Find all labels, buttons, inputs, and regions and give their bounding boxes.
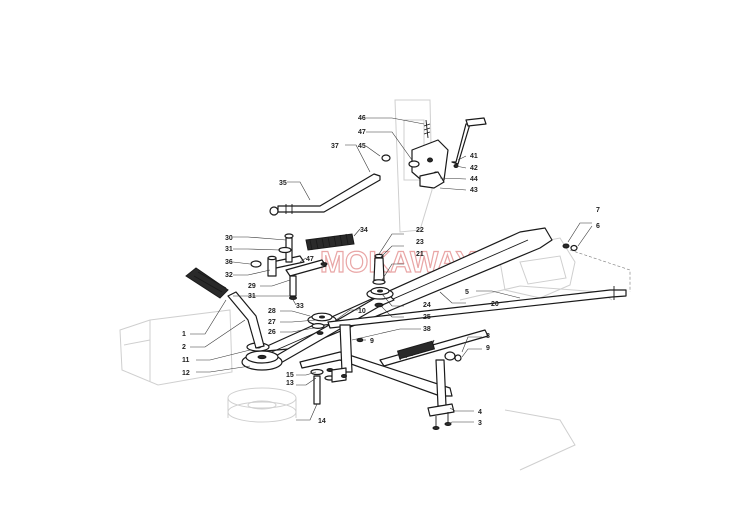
- part-label-45: 45: [358, 143, 366, 150]
- part-label-25: 25: [423, 314, 431, 321]
- part-label-7: 7: [596, 207, 600, 214]
- part-label-27: 27: [268, 319, 276, 326]
- bolt-stack: [310, 367, 347, 405]
- tension-spring-rod: [379, 329, 489, 367]
- pivot-bracket: [250, 233, 328, 300]
- part-number-labels: 1 2 3 4 5 6 7 8 9 9 10 11 12 13 14 15 20…: [182, 115, 600, 427]
- part-label-9a: 9: [486, 345, 490, 352]
- part-label-4: 4: [478, 409, 482, 416]
- part-label-37: 37: [331, 143, 339, 150]
- nut-washer-right: [562, 243, 631, 292]
- part-label-10: 10: [358, 308, 366, 315]
- part-label-35: 35: [279, 180, 287, 187]
- part-label-31a: 31: [225, 246, 233, 253]
- part-label-26: 26: [268, 329, 276, 336]
- bracket-bolts: [427, 403, 455, 430]
- pedal-assembly: [185, 267, 265, 349]
- return-spring: [305, 233, 355, 251]
- part-label-28: 28: [268, 308, 276, 315]
- part-label-32: 32: [225, 272, 233, 279]
- long-rod: [327, 286, 627, 329]
- part-label-12: 12: [182, 370, 190, 377]
- part-label-44: 44: [470, 176, 478, 183]
- part-label-2: 2: [182, 344, 186, 351]
- washer-stack: [311, 323, 364, 343]
- part-label-43: 43: [470, 187, 478, 194]
- ghost-chassis: [119, 99, 613, 471]
- part-label-6: 6: [596, 223, 600, 230]
- idler-pulley-upper: [366, 286, 394, 300]
- part-label-8: 8: [486, 333, 490, 340]
- hand-lever: [381, 117, 487, 189]
- part-label-36: 36: [225, 259, 233, 266]
- part-label-30: 30: [225, 235, 233, 242]
- part-label-33: 33: [296, 303, 304, 310]
- part-label-14: 14: [318, 418, 326, 425]
- part-label-41: 41: [470, 153, 478, 160]
- drive-pulley: [241, 350, 283, 371]
- part-label-15: 15: [286, 372, 294, 379]
- part-label-42: 42: [470, 165, 478, 172]
- part-label-46: 46: [358, 115, 366, 122]
- part-label-3: 3: [478, 420, 482, 427]
- part-label-21: 21: [416, 251, 424, 258]
- part-label-47b: 47: [306, 256, 314, 263]
- part-label-20: 20: [491, 301, 499, 308]
- part-label-34: 34: [360, 227, 368, 234]
- part-label-11: 11: [182, 357, 190, 364]
- part-label-29: 29: [248, 283, 256, 290]
- part-label-13: 13: [286, 380, 294, 387]
- part-label-47a: 47: [358, 129, 366, 136]
- link-rod: [269, 173, 381, 216]
- part-label-38: 38: [423, 326, 431, 333]
- part-label-23: 23: [416, 239, 424, 246]
- part-label-1: 1: [182, 331, 186, 338]
- part-label-31b: 31: [248, 293, 256, 300]
- part-label-9b: 9: [370, 338, 374, 345]
- leader-lines: [190, 117, 593, 425]
- part-label-24: 24: [423, 302, 431, 309]
- part-label-5: 5: [465, 289, 469, 296]
- part-label-22: 22: [416, 227, 424, 234]
- tension-lever: [299, 324, 453, 407]
